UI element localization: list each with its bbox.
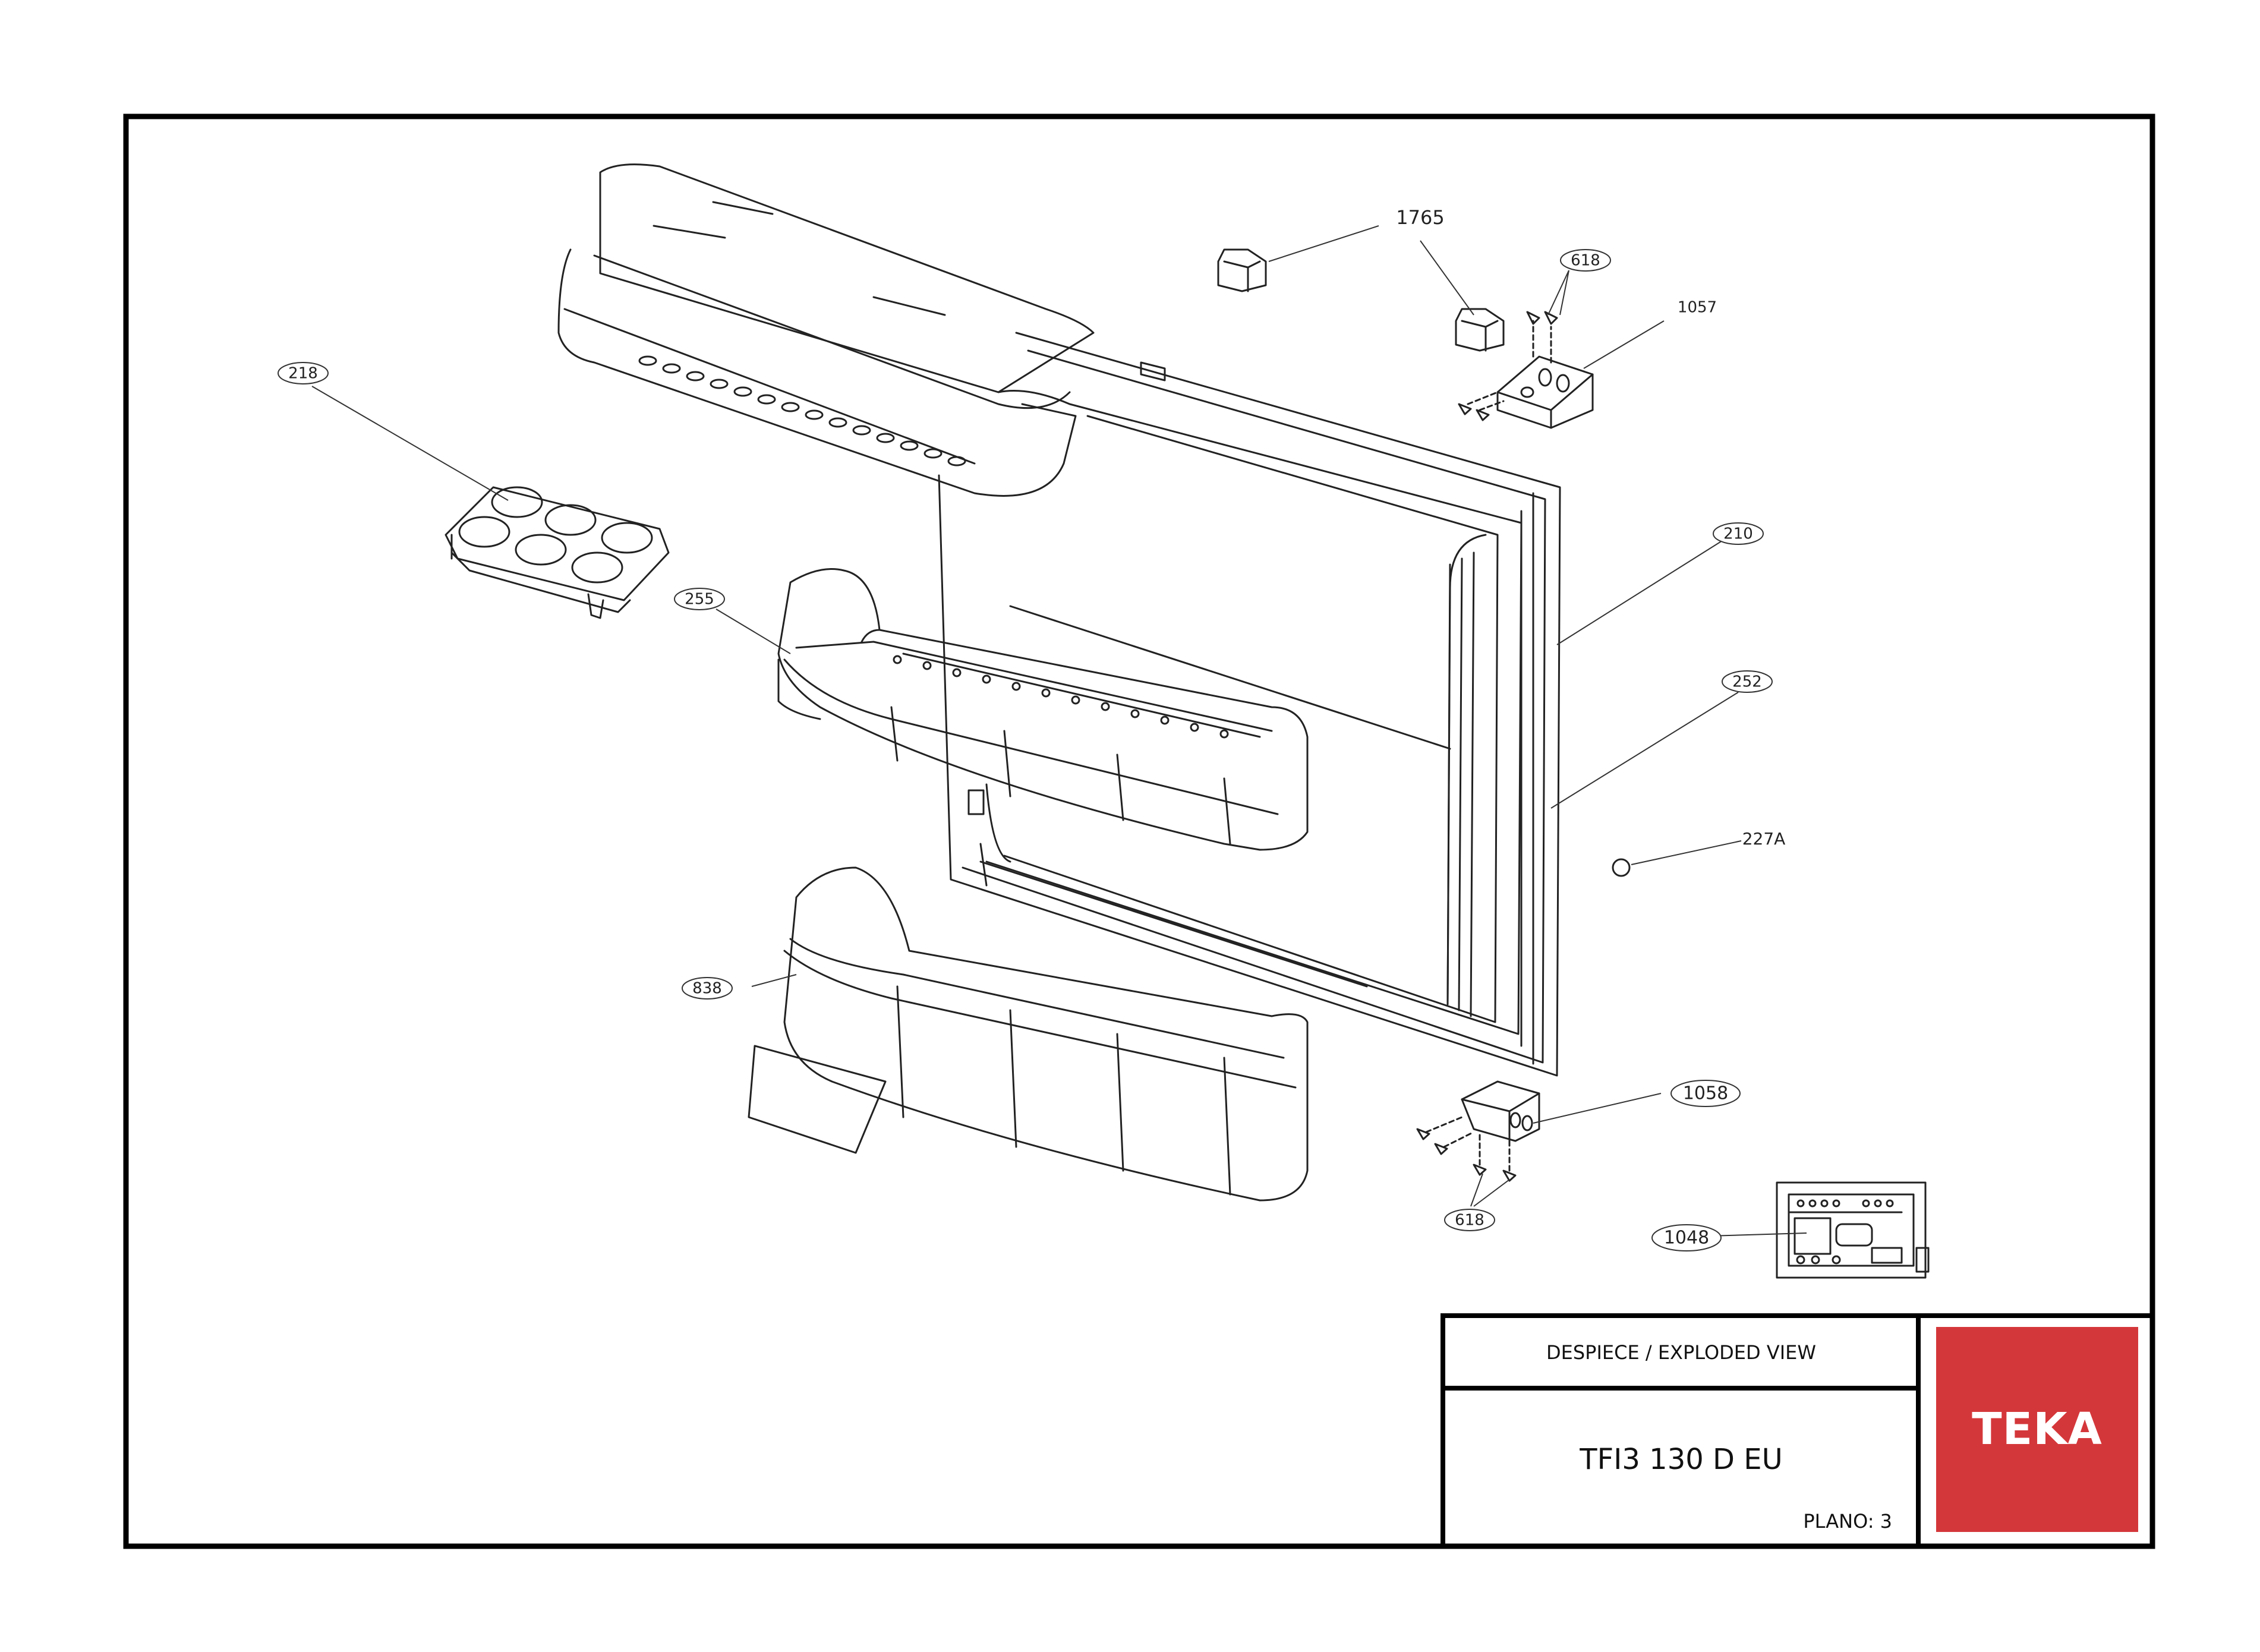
callout-bubbles <box>278 249 1773 1251</box>
bottom-hinge-part <box>1416 1080 1540 1182</box>
teka-logo-text: TEKA <box>1972 1404 2103 1455</box>
callout-210: 210 <box>1723 525 1753 543</box>
door-frame-part <box>938 332 1561 1077</box>
callout-1048: 1048 <box>1664 1228 1709 1249</box>
dairy-compartment-lid-part <box>557 163 1095 497</box>
callout-218: 218 <box>288 365 318 383</box>
callout-1765: 1765 <box>1396 206 1444 229</box>
egg-tray-part <box>445 486 670 619</box>
top-hinge-part <box>1458 311 1594 429</box>
callout-255: 255 <box>685 591 714 609</box>
callout-1057: 1057 <box>1678 299 1717 317</box>
title-block-heading: DESPIECE / EXPLODED VIEW <box>1546 1341 1816 1364</box>
teka-logo: TEKA <box>1936 1327 2138 1532</box>
callout-618-top: 618 <box>1571 252 1600 270</box>
leader-lines <box>311 225 1807 1237</box>
control-panel-label-part <box>1776 1181 1930 1279</box>
callout-838: 838 <box>692 980 722 998</box>
lower-door-shelf-part <box>748 866 1309 1202</box>
callout-618-bottom: 618 <box>1455 1212 1484 1229</box>
callout-252: 252 <box>1732 673 1762 691</box>
title-block-plano: PLANO: 3 <box>1803 1510 1892 1533</box>
upper-door-shelf-part <box>777 568 1309 851</box>
title-block-model: TFI3 130 D EU <box>1580 1443 1783 1476</box>
drawing-frame <box>123 114 2155 1549</box>
callout-1058: 1058 <box>1683 1083 1728 1104</box>
title-block-frame <box>1441 1313 2155 1549</box>
callout-227a: 227A <box>1742 829 1786 849</box>
hinge-cap-part <box>1217 248 1505 352</box>
ring-part <box>1612 858 1631 877</box>
